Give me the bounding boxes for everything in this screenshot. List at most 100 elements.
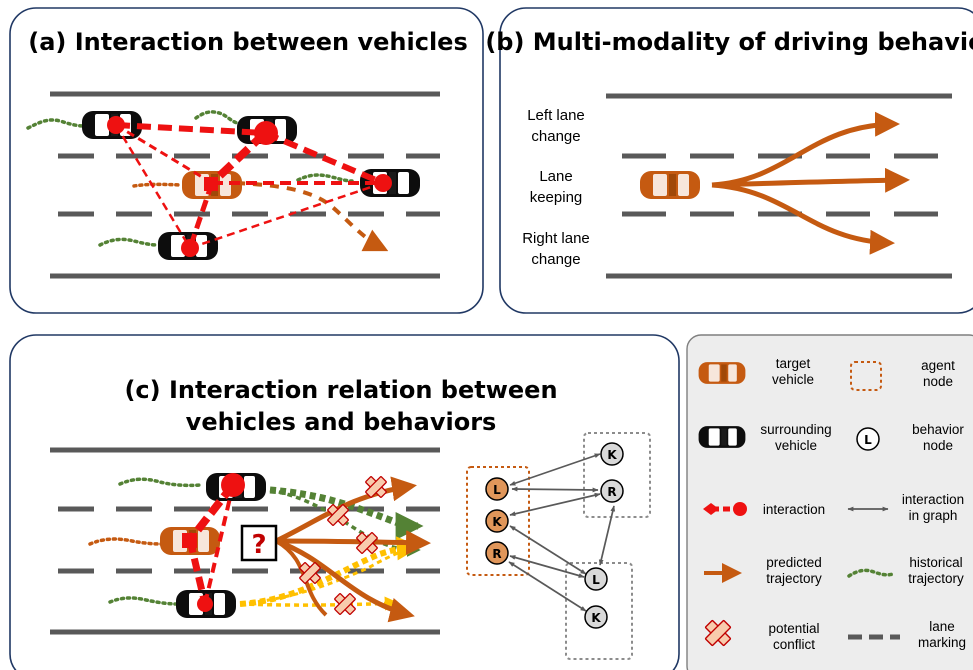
interaction-edge	[115, 123, 213, 185]
panel-a-history	[26, 110, 354, 247]
interaction-edge	[115, 122, 266, 136]
behavior-node-label: R	[607, 485, 616, 499]
interaction-edge	[209, 130, 268, 186]
legend-historical-trajectory-label: historical	[909, 555, 962, 570]
panel-b-title: (b) Multi-modality of driving behaviors	[485, 28, 973, 56]
legend-predicted-trajectory-label: predicted	[766, 555, 822, 570]
interaction-edge	[203, 484, 235, 605]
legend-lane-marking-label: marking	[918, 635, 966, 650]
conflict-icon	[365, 476, 387, 498]
lane-keeping-label: Lane	[539, 168, 572, 185]
conflict-icon	[299, 562, 321, 584]
target-predicted-trajectory	[275, 530, 431, 556]
vehicle-node	[197, 596, 213, 612]
vehicle-node	[107, 116, 125, 134]
left-lane-change-label: change	[531, 128, 580, 145]
interaction-edge	[189, 181, 384, 250]
panel-c-title-line1: (c) Interaction relation between	[124, 376, 557, 404]
behavior-node	[600, 442, 624, 466]
legend-interaction-in-graph-label: in graph	[909, 508, 958, 523]
legend-historical-trajectory-icon	[847, 568, 895, 578]
legend-agent-node-label: agent	[921, 358, 955, 373]
legend-behavior-node-label: node	[923, 438, 953, 453]
panel-b-labels: Left lane change Lane keeping Right lane…	[522, 107, 590, 268]
panel-a-road	[50, 91, 440, 279]
legend-surrounding-vehicle-label: surrounding	[760, 422, 831, 437]
legend-conflict-icon	[704, 619, 732, 647]
surrounding-predicted-trajectory	[269, 486, 424, 540]
legend-frame	[686, 334, 973, 670]
vehicle-node	[181, 239, 199, 257]
behavior-node-label: K	[492, 515, 502, 529]
question-mark: ?	[251, 530, 266, 560]
behavior-node	[600, 479, 624, 503]
legend-agent-node-icon	[850, 361, 882, 391]
legend-behavior-node-label: behavior	[912, 422, 964, 437]
target-history	[132, 182, 182, 188]
interaction-edge	[187, 182, 215, 249]
target-vehicle	[640, 171, 700, 199]
legend-potential-conflict-label: potential	[768, 621, 819, 636]
legend-potential-conflict-label: conflict	[773, 637, 815, 652]
panel-a-title: (a) Interaction between vehicles	[28, 28, 468, 56]
legend-interaction-label: interaction	[763, 502, 825, 517]
right-lane-change-label: change	[531, 251, 580, 268]
legend-surrounding-vehicle-icon	[698, 426, 746, 448]
surrounding-predicted-trajectory	[239, 536, 421, 607]
graph-edge	[598, 505, 616, 566]
legend-predicted-trajectory-label: trajectory	[766, 571, 822, 586]
legend-surrounding-vehicle-label: vehicle	[775, 438, 817, 453]
legend-agent-node-label: node	[923, 374, 953, 389]
behavior-node	[584, 605, 608, 629]
vehicle-node	[374, 174, 392, 192]
surrounding-predicted-trajectory	[239, 546, 413, 606]
target-node	[204, 177, 218, 191]
interaction-edge	[186, 539, 209, 605]
panel-a-interaction-nodes	[107, 116, 392, 257]
graph-edges	[508, 453, 616, 612]
graph-edge	[509, 492, 601, 517]
historical-trajectory	[98, 237, 160, 247]
panel-c-road	[50, 447, 440, 635]
lane-keeping-path	[711, 167, 910, 193]
interaction-edge	[263, 130, 385, 186]
legend-target-vehicle-icon	[698, 362, 746, 384]
behavior-node	[485, 541, 509, 565]
vehicle-node	[254, 121, 278, 145]
panel-c-conflicts	[299, 476, 387, 615]
target-predicted-trajectory	[275, 538, 415, 623]
behavior-node	[485, 509, 509, 533]
behavior-node-label: L	[592, 573, 600, 587]
conflict-icon	[327, 504, 349, 526]
historical-trajectory	[26, 118, 88, 130]
graph-edge	[508, 561, 587, 612]
left-lane-change-label: Left lane	[527, 107, 585, 124]
predicted-trajectory	[235, 181, 389, 252]
behavior-node-label: R	[492, 547, 501, 561]
behavior-node	[584, 567, 608, 591]
target-history	[88, 537, 164, 546]
historical-trajectory	[194, 110, 242, 126]
surrounding-behavior-nodes-top: K R	[600, 442, 624, 503]
vehicle-node	[221, 473, 245, 497]
graph-edge	[511, 486, 599, 493]
target-node	[182, 533, 197, 548]
conflict-icon	[356, 532, 378, 554]
lane-keeping-label: keeping	[530, 189, 583, 206]
behavior-node-label: K	[591, 611, 601, 625]
right-lane-change-label: Right lane	[522, 230, 590, 247]
conflict-icon	[334, 593, 356, 615]
legend-interaction-icon	[703, 502, 747, 516]
panel-c-history	[88, 477, 202, 606]
legend-target-vehicle-label: target	[776, 356, 811, 371]
target-agent-node-box	[466, 466, 530, 576]
left-lane-change-path	[711, 111, 900, 188]
panel-c-title-line2: vehicles and behaviors	[186, 408, 497, 436]
historical-trajectory	[108, 596, 180, 606]
right-lane-change-path	[711, 182, 895, 255]
panel-b-road	[606, 93, 952, 279]
panel-a-interactions	[114, 122, 385, 250]
legend-behavior-node-letter: L	[864, 433, 872, 447]
interaction-edge	[114, 124, 192, 249]
